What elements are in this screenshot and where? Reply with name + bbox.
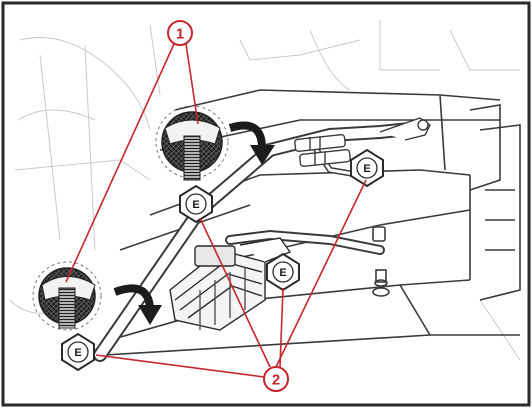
callout-1-label: 1 <box>176 26 184 43</box>
adjuster-knob-lower <box>32 261 102 331</box>
fastener-e-4: E <box>61 332 95 372</box>
adjuster-knob-upper <box>155 105 229 181</box>
leader-lines <box>65 43 367 378</box>
fastener-e-2-label: E <box>363 163 370 175</box>
callout-1: 1 <box>167 20 193 46</box>
fastener-e-1-label: E <box>192 199 199 211</box>
fastener-e-3-label: E <box>279 267 286 279</box>
rotation-arrow-upper <box>228 121 275 165</box>
background-sketch <box>9 20 521 361</box>
fastener-e-1: E <box>179 184 213 224</box>
fuse-connectors <box>294 117 431 167</box>
callout-2-label: 2 <box>272 372 280 389</box>
rotation-arrow-lower <box>113 284 162 325</box>
fastener-e-3: E <box>266 252 300 292</box>
fastener-e-2: E <box>350 148 384 188</box>
callout-2: 2 <box>263 366 289 392</box>
fastener-e-4-label: E <box>74 347 81 359</box>
connector-block <box>169 237 292 331</box>
